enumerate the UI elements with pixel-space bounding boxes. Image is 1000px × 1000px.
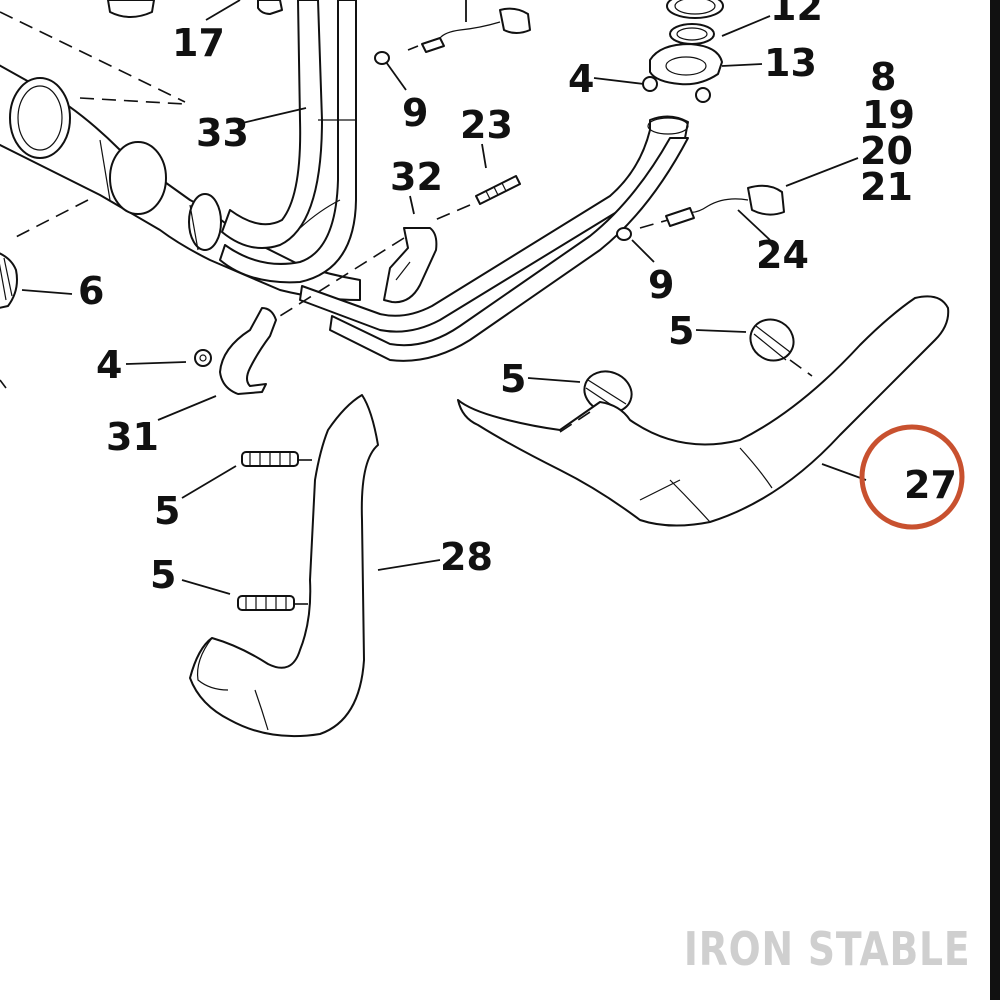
callout-4-upper: 4 — [568, 57, 594, 101]
callout-20: 20 — [860, 129, 913, 173]
page-edge-rule — [990, 0, 1000, 1000]
callout-27: 27 — [904, 463, 957, 507]
alignment-lines — [0, 11, 813, 605]
part-6-clamp[interactable] — [0, 250, 18, 310]
callout-9-lower: 9 — [648, 263, 674, 307]
part-head-pipe-front[interactable] — [219, 0, 357, 284]
part-head-pipe-rear[interactable] — [299, 115, 689, 362]
part-5-clamp-lower-left[interactable] — [237, 595, 295, 611]
callout-5-upper-left: 5 — [154, 489, 180, 533]
callout-24: 24 — [756, 233, 809, 277]
part-9-washer-top[interactable] — [374, 51, 390, 65]
callout-23: 23 — [460, 103, 513, 147]
part-24-o2-sensor[interactable] — [665, 184, 785, 227]
part-13-flange[interactable] — [642, 43, 723, 103]
part-32-bracket[interactable] — [383, 227, 438, 304]
callout-31: 31 — [106, 415, 159, 459]
part-23-stud[interactable] — [475, 175, 521, 205]
part-28-heat-shield[interactable] — [189, 394, 379, 738]
callout-4-lower: 4 — [96, 343, 122, 387]
highlight-ring — [859, 424, 965, 530]
callout-12: 12 — [770, 0, 823, 29]
callout-33: 33 — [196, 111, 249, 155]
watermark-text: IRON STABLE — [683, 922, 970, 976]
callout-21: 21 — [860, 165, 913, 209]
part-33-muffler[interactable] — [0, 60, 361, 301]
part-12-gasket[interactable] — [666, 0, 724, 45]
part-27-heat-shield[interactable] — [457, 295, 950, 527]
callout-5-center: 5 — [500, 357, 526, 401]
part-31-bracket[interactable] — [219, 307, 277, 395]
callout-17: 17 — [172, 21, 225, 65]
callout-32: 32 — [390, 155, 443, 199]
callout-5-right: 5 — [668, 309, 694, 353]
callout-6: 6 — [78, 269, 104, 313]
leader-lines — [21, 0, 867, 595]
callout-13: 13 — [764, 41, 817, 85]
part-4-nut[interactable] — [194, 349, 212, 367]
callout-5-lower-left: 5 — [150, 553, 176, 597]
part-5-clamp-right[interactable] — [743, 312, 801, 369]
callout-19: 19 — [862, 93, 915, 137]
part-o2-sensor-upper[interactable] — [421, 7, 531, 53]
part-5-clamp-upper-left[interactable] — [241, 451, 299, 467]
part-17-hardware[interactable] — [107, 0, 283, 18]
callout-8: 8 — [870, 55, 896, 99]
part-5-clamp-center[interactable] — [579, 365, 638, 419]
part-9-washer-middle[interactable] — [616, 227, 632, 241]
callout-28: 28 — [440, 535, 493, 579]
callout-9-upper: 9 — [402, 91, 428, 135]
